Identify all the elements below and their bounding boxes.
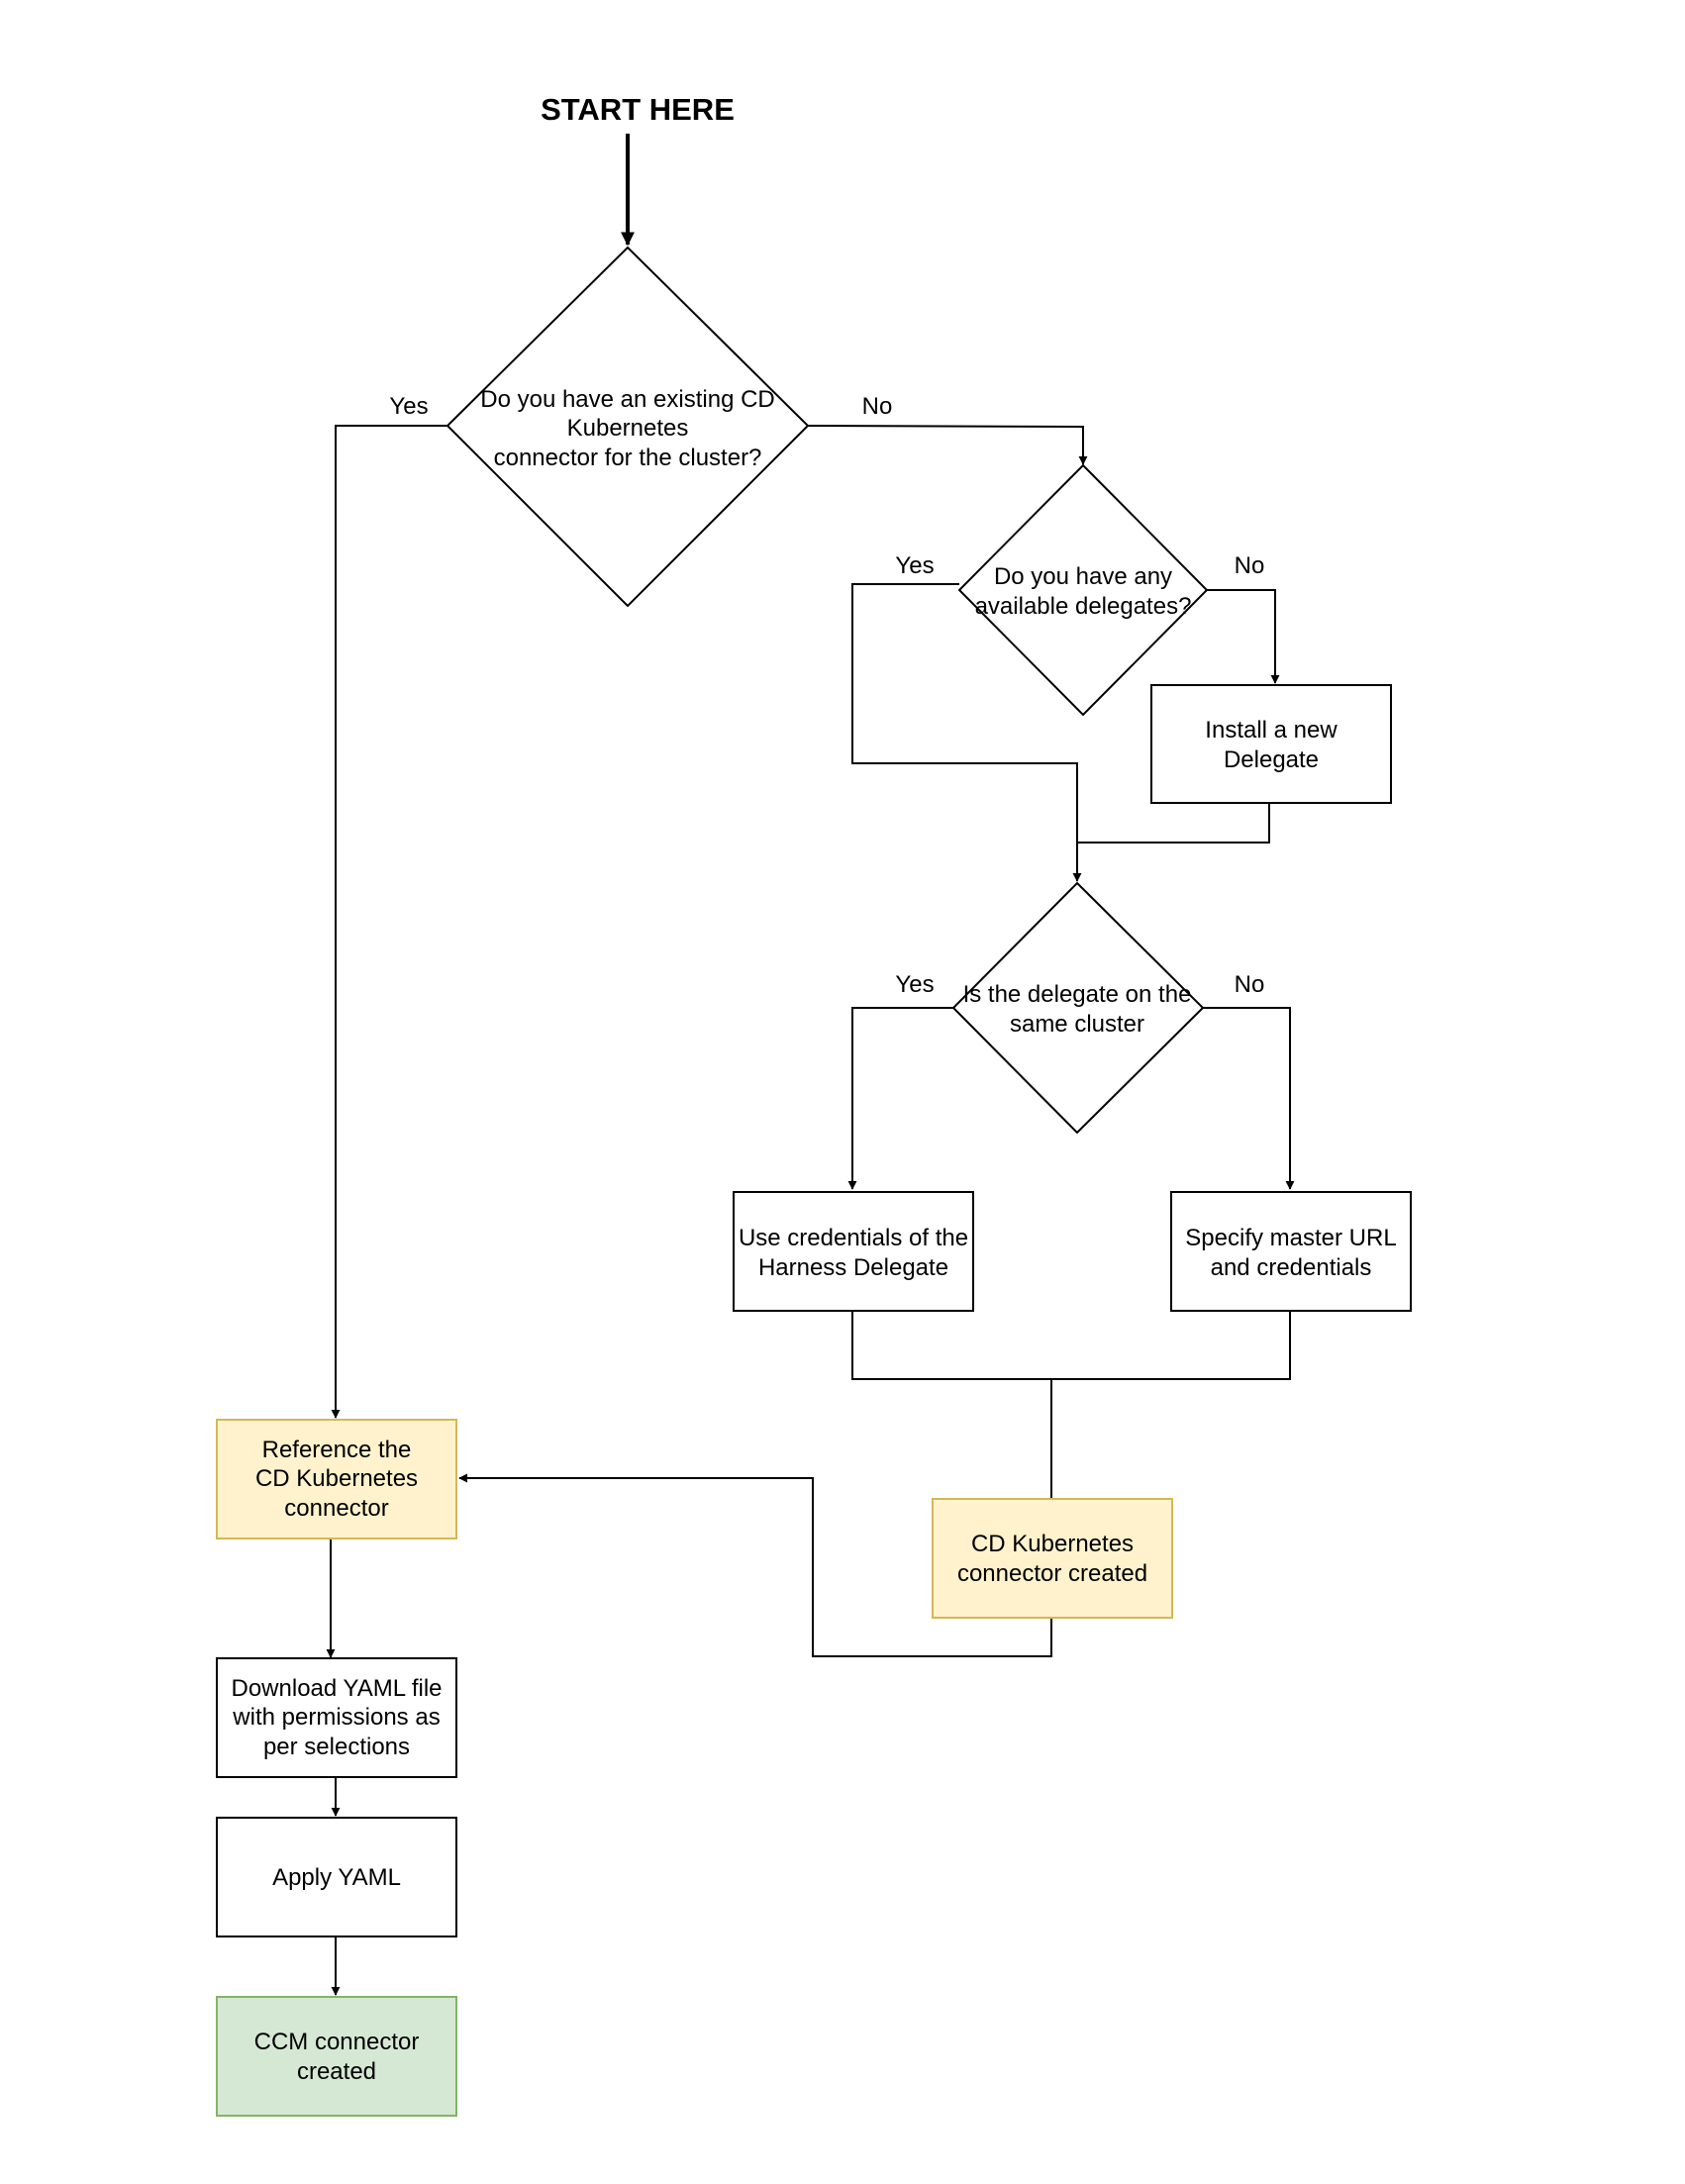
decision-same-cluster: Is the delegate on the same cluster [951,881,1205,1135]
decision-existing-connector-line3: connector for the cluster? [494,445,762,471]
edge-label-delegates-no: No [1235,552,1265,579]
install-delegate-line2: Delegate [1224,746,1319,773]
edge-label-same-yes: Yes [895,971,934,998]
edge-label-delegates-yes: Yes [895,552,934,579]
cd-connector-created-box: CD Kubernetes connector created [932,1498,1173,1619]
use-delegate-credentials-line1: Use credentials of the [739,1225,968,1251]
edge-install-to-q3 [1077,803,1270,844]
decision-existing-connector-line1: Do you have an existing CD [480,386,775,413]
edge-q3-yes [847,1007,953,1190]
apply-yaml-line1: Apply YAML [272,1864,401,1891]
cd-connector-created-line1: CD Kubernetes [971,1531,1134,1557]
reference-connector-line1: Reference the [262,1437,412,1463]
decision-existing-connector-line2: Kubernetes [567,415,689,442]
download-yaml-line2: with permissions as [232,1704,440,1731]
edge-credentials-merge [851,1311,1291,1380]
edge-q1-yes [331,425,447,1419]
install-delegate-box: Install a new Delegate [1150,684,1392,804]
download-yaml-line3: per selections [263,1734,410,1760]
decision-available-delegates-line1: Do you have any [994,563,1172,590]
edge-label-same-no: No [1235,971,1265,998]
install-delegate-line1: Install a new [1205,717,1338,744]
start-title: START HERE [541,92,735,127]
edge-q2-yes [851,583,1082,882]
reference-connector-box: Reference the CD Kubernetes connector [216,1419,457,1539]
download-yaml-box: Download YAML file with permissions as p… [216,1657,457,1778]
edge-label-existing-no: No [862,393,893,420]
edge-q2-no [1207,589,1280,684]
apply-yaml-box: Apply YAML [216,1817,457,1937]
ccm-connector-created-line2: created [297,2058,376,2085]
specify-master-url-line2: and credentials [1211,1254,1372,1281]
ccm-connector-created-line1: CCM connector [254,2029,420,2055]
edge-q3-no [1203,1007,1295,1190]
reference-connector-line3: connector [284,1495,388,1522]
download-yaml-line1: Download YAML file [232,1675,443,1702]
reference-connector-line2: CD Kubernetes [255,1465,418,1492]
ccm-connector-created-box: CCM connector created [216,1996,457,2117]
cd-connector-created-line2: connector created [957,1560,1147,1587]
edge-cd-created-to-reference [458,1473,1052,1657]
decision-same-cluster-line2: same cluster [1010,1011,1144,1038]
edge-q1-no [807,425,1088,465]
decision-same-cluster-line1: Is the delegate on the [963,981,1192,1008]
specify-master-url-box: Specify master URL and credentials [1170,1191,1412,1312]
decision-available-delegates-line2: available delegates? [975,593,1192,620]
decision-available-delegates: Do you have any available delegates? [957,463,1209,717]
edge-label-existing-yes: Yes [389,393,428,420]
use-delegate-credentials-line2: Harness Delegate [758,1254,948,1281]
use-delegate-credentials-box: Use credentials of the Harness Delegate [733,1191,974,1312]
decision-existing-connector: Do you have an existing CD Kubernetes co… [446,246,810,608]
specify-master-url-line1: Specify master URL [1185,1225,1396,1251]
